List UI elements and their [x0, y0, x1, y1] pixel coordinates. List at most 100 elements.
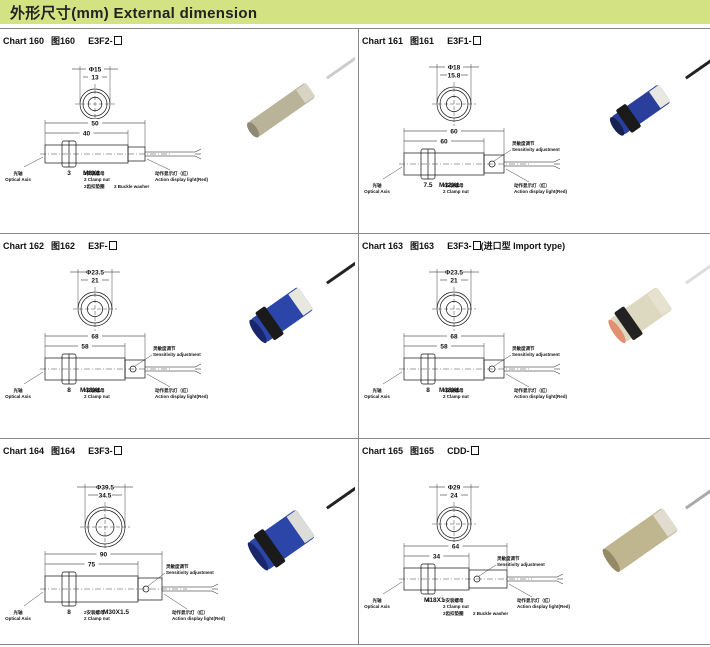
optical-axis-label-en: Optical Axis: [364, 189, 390, 194]
body-length-label: 75: [88, 562, 96, 569]
optical-axis-label-en: Optical Axis: [5, 616, 31, 621]
sensitivity-label-cn: 灵敏度调节: [153, 345, 176, 352]
clamp-nut-label-en: 2 Clamp nut: [84, 177, 110, 182]
chart-number: Chart 164: [3, 446, 45, 456]
clamp-nut-label-en: 2 Clamp nut: [443, 394, 469, 399]
cable-wires: [211, 583, 219, 595]
figure-number: 图165: [410, 446, 435, 456]
chart-number: Chart 163: [362, 241, 404, 251]
product-photo: [608, 261, 710, 344]
product-nut: [255, 306, 284, 340]
sensitivity-label-en: Sensitivity adjustment: [153, 352, 201, 357]
product-photo: [602, 486, 710, 573]
figure-number: 图163: [410, 241, 435, 251]
clamp-nut-label-cn: 2安装螺母: [443, 387, 464, 394]
optical-axis-label-cn: 光轴: [372, 387, 382, 394]
total-length-label: 60: [450, 129, 458, 136]
product-photo: [249, 261, 355, 344]
product-lens: [609, 117, 625, 136]
product-cable: [685, 261, 710, 285]
model-code: E3F3-: [88, 446, 113, 456]
chart-number: Chart 162: [3, 241, 45, 251]
clamp-nut-label-cn: 2安装螺母: [84, 170, 105, 177]
product-photo: [247, 486, 355, 571]
optical-axis-label-cn: 光轴: [13, 609, 23, 616]
product-cable: [685, 486, 710, 510]
model-name: E3F1-: [447, 36, 481, 46]
action-light-label-en: Action display light(Red): [155, 394, 209, 399]
action-light-label-cn: 动作显示灯（红）: [517, 597, 553, 604]
section-header: 外形尺寸(mm) External dimension: [0, 0, 710, 24]
model-name: CDD-: [447, 446, 479, 456]
action-light-label-cn: 动作显示灯（红）: [514, 182, 550, 189]
inner-dimension-label: 34.5: [99, 493, 112, 500]
figure-number: 图161: [410, 36, 435, 46]
placeholder-box-icon: [472, 241, 481, 250]
action-light-label-en: Action display light(Red): [514, 394, 568, 399]
clamp-nut-label-cn: 2安装螺母: [84, 387, 105, 394]
product-lens: [247, 542, 269, 571]
product-lens: [247, 122, 260, 138]
body-length-label: 58: [81, 344, 89, 351]
nut-width-label: 3: [67, 170, 71, 177]
outer-diameter-label: Φ23.5: [86, 270, 104, 277]
placeholder-box-icon: [113, 446, 122, 455]
thread-size-label: M18X1: [439, 387, 460, 394]
model-code: E3F-: [88, 241, 108, 251]
action-light-label-en: Action display light(Red): [517, 604, 571, 609]
model-suffix: (进口型 Import type): [480, 241, 566, 251]
sensitivity-label-en: Sensitivity adjustment: [166, 570, 214, 575]
model-name: E3F3-: [88, 446, 122, 456]
sensitivity-label-cn: 灵敏度调节: [512, 140, 535, 147]
body-length-label: 58: [440, 344, 448, 351]
figure-number: 图162: [51, 241, 76, 251]
clamp-nut-label-en: 2 Clamp nut: [443, 189, 469, 194]
chart-number: Chart 160: [3, 36, 45, 46]
body-length-label: 60: [440, 139, 448, 146]
outer-diameter-label: Φ29: [448, 485, 461, 492]
sensitivity-label-cn: 灵敏度调节: [512, 345, 535, 352]
clamp-nut-label-en: 2 Clamp nut: [84, 616, 110, 621]
optical-axis-label-cn: 光轴: [13, 387, 23, 394]
action-light-label-cn: 动作显示灯（红）: [155, 387, 191, 394]
product-cable: [326, 261, 355, 285]
sensitivity-label-cn: 灵敏度调节: [166, 563, 189, 570]
inner-dimension-label: 21: [450, 278, 458, 285]
clamp-nut-label-en: 2 Clamp nut: [443, 604, 469, 609]
sensitivity-label-en: Sensitivity adjustment: [512, 352, 560, 357]
figure-number: 图160: [51, 36, 76, 46]
product-cap: [648, 84, 671, 109]
action-light-label-cn: 动作显示灯（红）: [172, 609, 208, 616]
inner-dimension-label: 21: [91, 278, 99, 285]
nut-width-label: 8: [67, 609, 71, 616]
product-nut: [616, 104, 641, 133]
action-light-label-en: Action display light(Red): [514, 189, 568, 194]
outer-diameter-label: Φ23.5: [445, 270, 463, 277]
cable-wires: [194, 363, 202, 375]
body-length-label: 34: [433, 554, 441, 561]
thread-size-label: M18X1: [424, 597, 445, 604]
product-lens: [249, 319, 267, 344]
optical-axis-label-cn: 光轴: [372, 182, 382, 189]
total-length-label: 68: [91, 334, 99, 341]
product-cap: [296, 83, 316, 104]
thread-size-label: M18X1: [80, 387, 101, 394]
action-light-label-cn: 动作显示灯（红）: [155, 170, 191, 177]
action-light-label-cn: 动作显示灯（红）: [514, 387, 550, 394]
placeholder-box-icon: [113, 36, 122, 45]
buckle-washer-label-cn: 2齿扣垫圈: [84, 183, 105, 190]
placeholder-box-icon: [108, 241, 117, 250]
product-photo: [247, 56, 355, 138]
clamp-nut-label-cn: 2安装螺母: [443, 597, 464, 604]
product-cap: [286, 509, 315, 544]
clamp-nut-label-cn: 2安装螺母: [84, 609, 105, 616]
product-photo: [609, 56, 710, 136]
